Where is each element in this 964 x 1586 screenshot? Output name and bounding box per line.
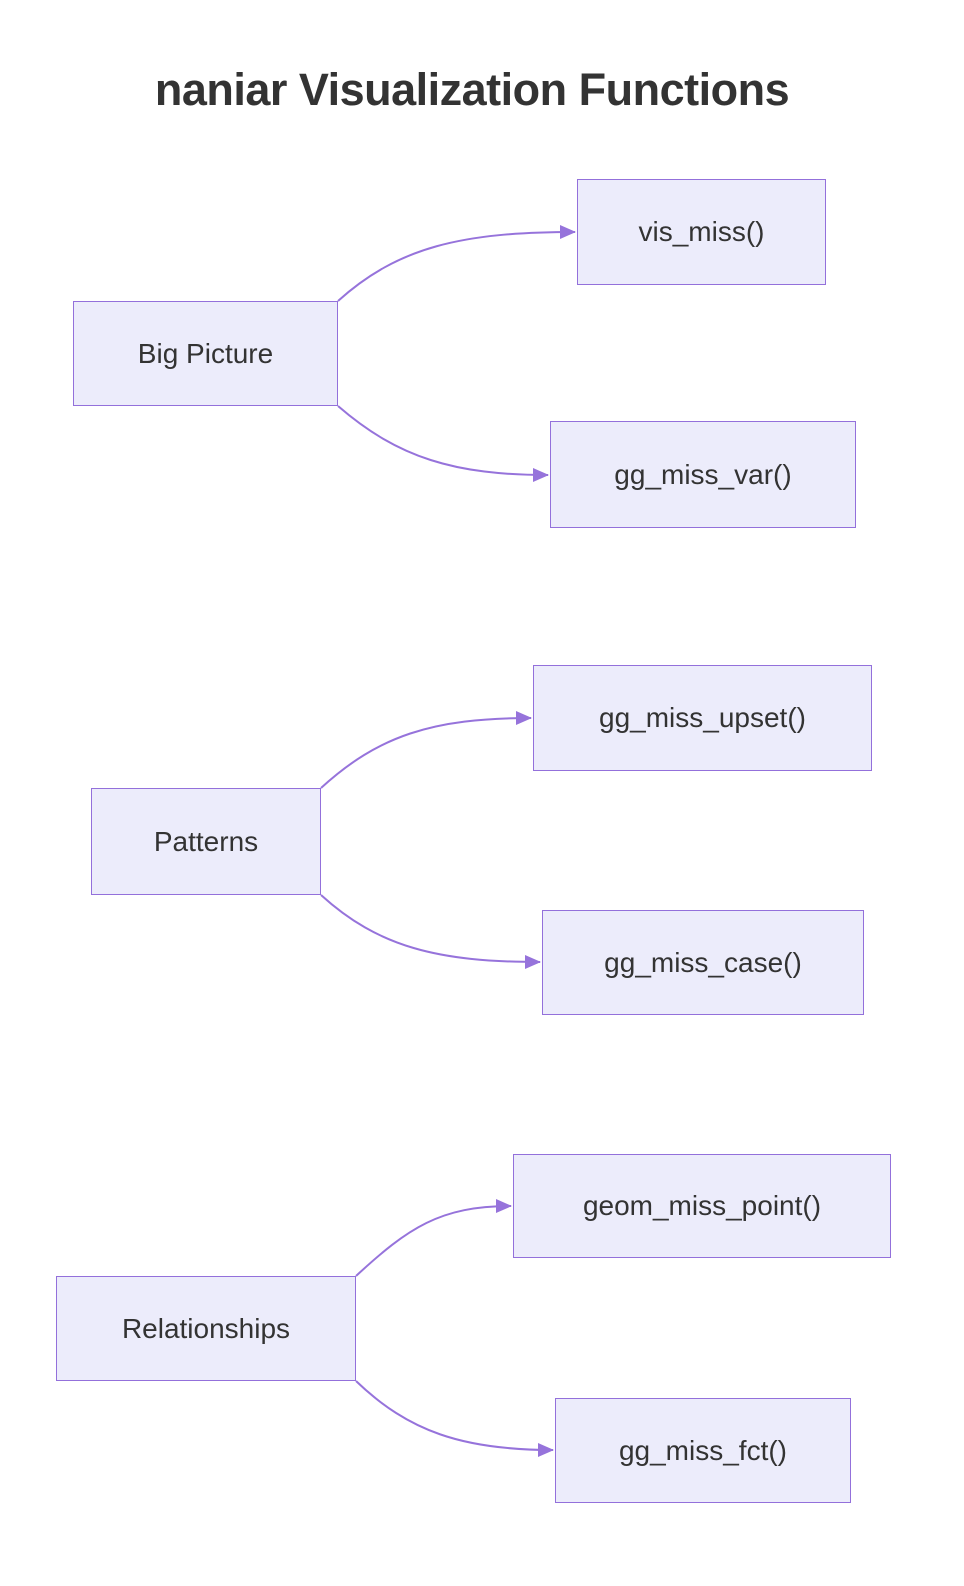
- node-gg-miss-fct-label: gg_miss_fct(): [618, 1434, 788, 1466]
- edge-relationships-to-geom-miss-point: [355, 1199, 512, 1277]
- node-patterns: Patterns: [91, 788, 321, 895]
- node-gg-miss-var: gg_miss_var(): [550, 421, 856, 528]
- node-vis-miss: vis_miss(): [577, 179, 826, 285]
- node-gg-miss-case: gg_miss_case(): [542, 910, 864, 1015]
- node-gg-miss-upset: gg_miss_upset(): [533, 665, 872, 771]
- edge-big-picture-to-gg-miss-var: [337, 405, 549, 482]
- node-vis-miss-label: vis_miss(): [638, 216, 765, 247]
- edge-patterns-to-gg-miss-case: [320, 894, 541, 969]
- node-relationships: Relationships: [56, 1276, 356, 1381]
- node-patterns-label: Patterns: [153, 825, 259, 857]
- diagram-title: naniar Visualization Functions: [154, 64, 790, 115]
- node-gg-miss-fct: gg_miss_fct(): [555, 1398, 851, 1503]
- edge-patterns-to-gg-miss-upset: [320, 711, 532, 789]
- node-geom-miss-point-label: geom_miss_point(): [582, 1190, 822, 1221]
- node-geom-miss-point: geom_miss_point(): [513, 1154, 891, 1258]
- node-big-picture-label: Big Picture: [137, 337, 274, 369]
- node-gg-miss-upset-label: gg_miss_upset(): [599, 702, 806, 733]
- node-gg-miss-case-label: gg_miss_case(): [604, 946, 802, 978]
- node-relationships-label: Relationships: [121, 1312, 291, 1344]
- node-big-picture: Big Picture: [73, 301, 338, 406]
- node-gg-miss-var-label: gg_miss_var(): [614, 458, 792, 490]
- edge-relationships-to-gg-miss-fct: [355, 1380, 554, 1457]
- edge-big-picture-to-vis-miss: [337, 225, 576, 302]
